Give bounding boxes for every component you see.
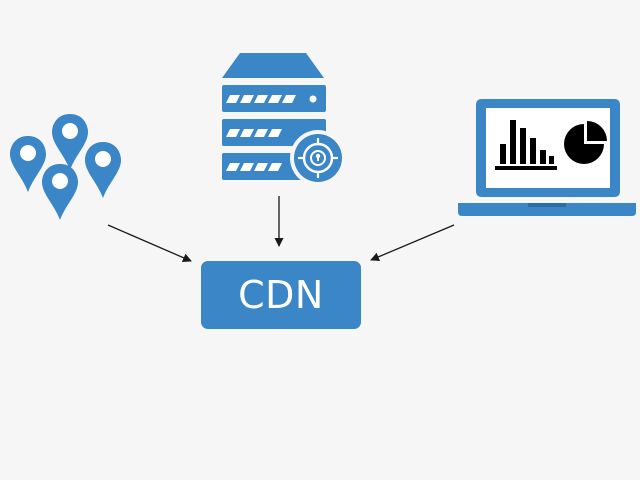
location-pin-icon [85, 142, 121, 198]
security-badge-icon [290, 130, 346, 186]
location-pin-icon [42, 164, 78, 220]
cdn-label: CDN [238, 273, 324, 317]
laptop-analytics-icon [458, 99, 636, 216]
pie-chart-icon [564, 121, 607, 164]
location-pin-icon [10, 136, 46, 192]
arrow-pins-to-cdn [107, 224, 192, 262]
location-pins-icon [10, 114, 121, 220]
cdn-box: CDN [201, 261, 361, 329]
arrow-laptop-to-cdn [370, 224, 455, 262]
server-icon [222, 53, 346, 186]
arrows [107, 196, 455, 262]
location-pin-icon [52, 114, 88, 170]
bar-chart-icon [495, 120, 557, 170]
